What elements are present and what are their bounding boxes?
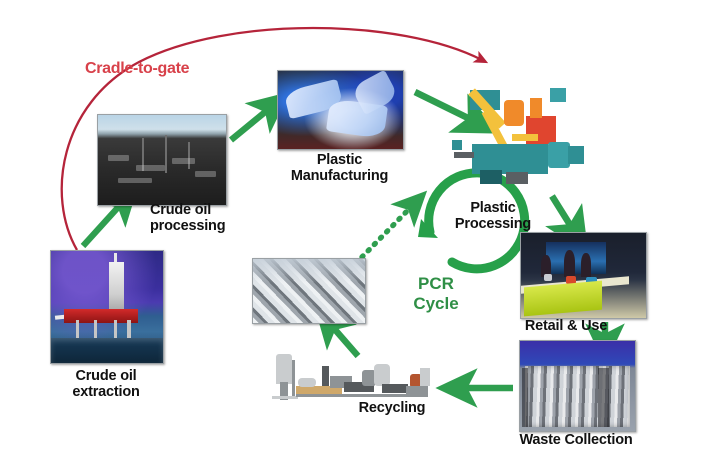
caption-crude-oil-extraction: Crude oil extraction	[72, 368, 140, 401]
node-recycling[interactable]	[270, 352, 455, 407]
pcr-cycle-arc	[424, 168, 530, 274]
node-recycled-pellets[interactable]	[252, 258, 366, 324]
arrow-recycling-to-pellets	[314, 305, 361, 359]
recycling-line-machinery-image	[270, 352, 455, 407]
node-crude-oil-processing[interactable]	[97, 114, 227, 206]
caption-waste-collection: Waste Collection	[519, 432, 633, 448]
node-retail-and-use[interactable]	[520, 232, 647, 319]
cradle-to-gate-arc	[60, 26, 489, 251]
arrow-plastic-processing-to-retail	[545, 194, 589, 255]
arrow-extraction-to-processing	[80, 184, 139, 249]
cradle-to-gate-label: Cradle-to-gate	[85, 60, 190, 77]
plastic-manufacturing-image	[277, 70, 404, 150]
node-waste-collection[interactable]	[519, 340, 636, 432]
caption-recycling: Recycling	[358, 400, 426, 416]
node-plastic-processing[interactable]	[452, 82, 587, 200]
offshore-oil-rig-image	[50, 250, 164, 364]
arrow-manufacturing-to-plastic-processing	[413, 89, 500, 134]
pcr-cycle-label: PCR Cycle	[413, 274, 459, 313]
caption-retail-and-use: Retail & Use	[524, 318, 608, 334]
pcr-cycle-arrowhead	[418, 219, 438, 238]
caption-plastic-processing: Plastic Processing	[454, 200, 532, 233]
retail-store-counter-image	[520, 232, 647, 319]
caption-plastic-manufacturing: Plastic Manufacturing	[290, 152, 389, 185]
baled-plastic-waste-image	[519, 340, 636, 432]
arrow-processing-to-manufacturing	[228, 91, 290, 143]
caption-crude-oil-processing: Crude oil processing	[150, 202, 226, 235]
recycled-plastic-flakes-image	[252, 258, 366, 324]
node-crude-oil-extraction[interactable]	[50, 250, 164, 364]
dotted-arrow-pellets-to-plastic-processing	[359, 190, 428, 260]
node-plastic-manufacturing[interactable]	[277, 70, 404, 150]
oil-refinery-aerial-image	[97, 114, 227, 206]
plastic-processing-machine-image	[452, 82, 587, 200]
